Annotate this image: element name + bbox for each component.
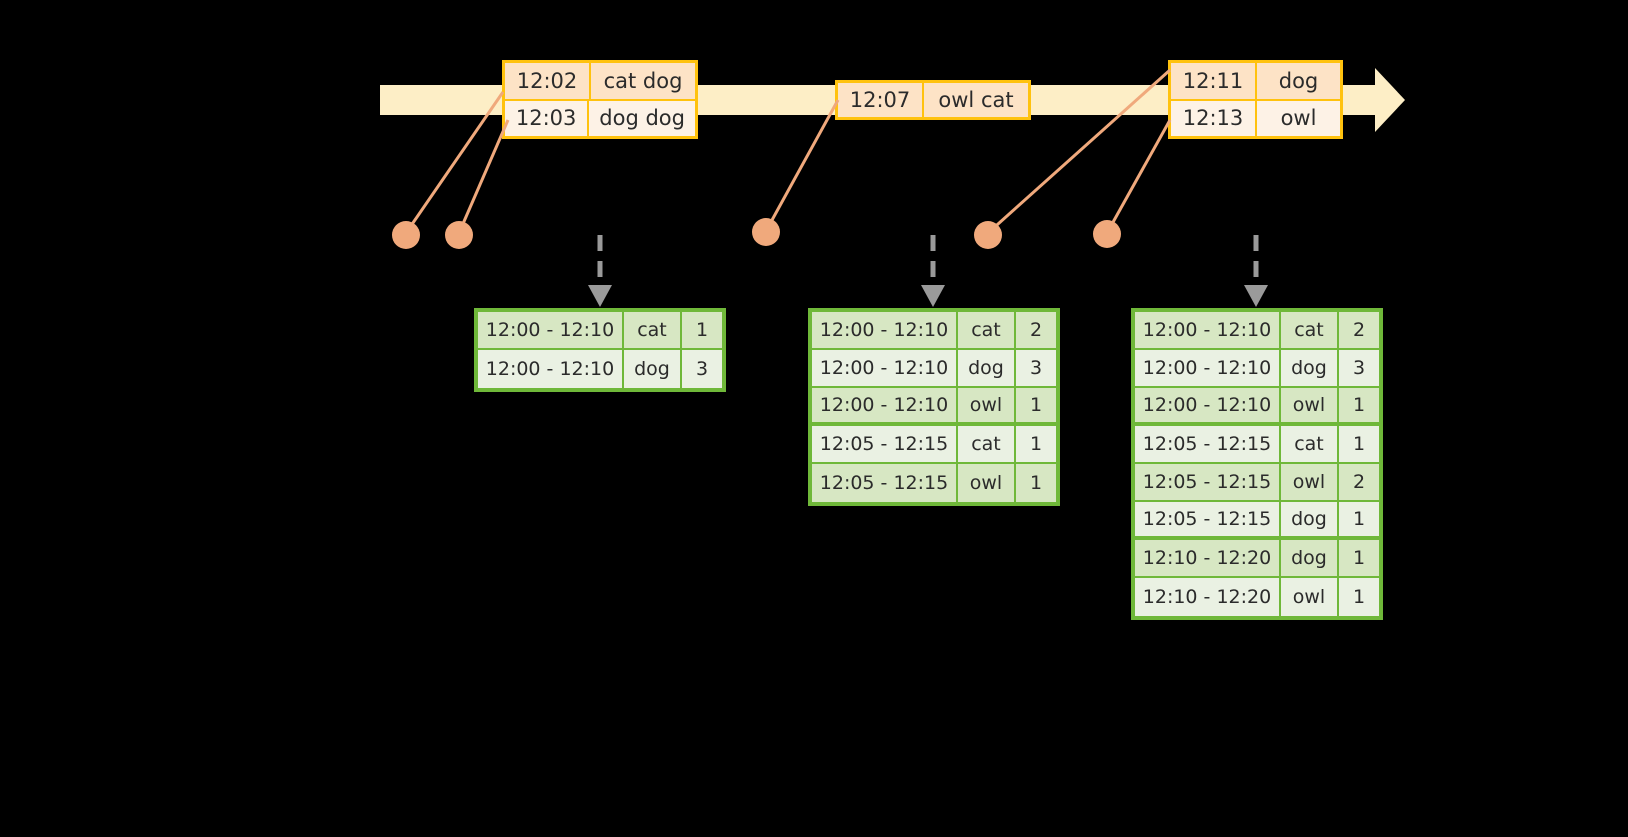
event-value: dog	[1278, 68, 1319, 93]
cell-window: 12:05 - 12:15	[812, 426, 958, 462]
cell-window: 12:00 - 12:10	[1135, 312, 1281, 348]
cell-window: 12:00 - 12:10	[812, 388, 958, 422]
event-time: 12:13	[1171, 100, 1257, 136]
cell-key: dog	[1281, 350, 1339, 386]
cell-key: owl	[958, 464, 1016, 502]
cell-count: 1	[1352, 508, 1366, 530]
cell-window: 12:00 - 12:10	[812, 312, 958, 348]
cell-key: cat	[1281, 426, 1339, 462]
cell-window: 12:05 - 12:15	[1135, 426, 1281, 462]
cell-count: 1	[1029, 394, 1043, 416]
cell-window: 12:00 - 12:10	[1135, 388, 1281, 422]
event-value: owl	[1280, 106, 1317, 131]
cell-count: 1	[1352, 586, 1366, 608]
cell-count: 1	[1352, 547, 1366, 569]
cell-count: 1	[1352, 394, 1366, 416]
event-value: dog dog	[599, 106, 685, 131]
event-time: 12:11	[1171, 63, 1257, 99]
cell-count: 2	[1352, 471, 1366, 493]
event-row[interactable]: 12:11 dog	[1171, 63, 1340, 99]
cell-key: cat	[958, 312, 1016, 348]
connector-dot[interactable]	[974, 221, 1002, 249]
event-row[interactable]: 12:03 dog dog	[505, 98, 695, 136]
connector-line	[764, 99, 840, 232]
event-time: 12:07	[838, 83, 924, 117]
cell-key: dog	[1281, 502, 1339, 536]
connector-dot[interactable]	[1093, 220, 1121, 248]
cell-key: dog	[624, 350, 682, 388]
cell-window: 12:00 - 12:10	[478, 312, 624, 348]
cell-window: 12:05 - 12:15	[1135, 464, 1281, 500]
event-time: 12:02	[505, 63, 591, 99]
cell-window: 12:00 - 12:10	[812, 350, 958, 386]
timeline-arrowhead	[1375, 68, 1405, 132]
cell-window: 12:05 - 12:15	[1135, 502, 1281, 536]
event-group-1[interactable]: 12:02 cat dog 12:03 dog dog	[502, 60, 698, 139]
event-row[interactable]: 12:02 cat dog	[505, 63, 695, 99]
event-value: cat dog	[603, 68, 683, 93]
connector-dot[interactable]	[445, 221, 473, 249]
cell-window: 12:10 - 12:20	[1135, 578, 1281, 616]
flow-arrow-heads	[588, 285, 1268, 307]
cell-key: owl	[1281, 464, 1339, 500]
cell-key: dog	[1281, 540, 1339, 576]
event-value: owl cat	[938, 88, 1014, 112]
connector-line	[457, 119, 510, 234]
cell-count: 1	[1352, 433, 1366, 455]
cell-window: 12:00 - 12:10	[1135, 350, 1281, 386]
event-row[interactable]: 12:13 owl	[1171, 98, 1340, 136]
connector-dots	[392, 218, 1121, 249]
cell-count: 3	[1352, 357, 1366, 379]
cell-count: 2	[1352, 319, 1366, 341]
cell-window: 12:10 - 12:20	[1135, 540, 1281, 576]
cell-count: 1	[1029, 472, 1043, 494]
cell-window: 12:05 - 12:15	[812, 464, 958, 502]
cell-key: owl	[958, 388, 1016, 422]
connector-dot[interactable]	[752, 218, 780, 246]
cell-count: 1	[1029, 433, 1043, 455]
cell-key: owl	[1281, 578, 1339, 616]
cell-count: 3	[1029, 357, 1043, 379]
cell-count: 3	[695, 358, 709, 380]
cell-key: owl	[1281, 388, 1339, 422]
cell-key: cat	[958, 426, 1016, 462]
flow-arrow-shafts	[597, 235, 1259, 288]
event-group-2[interactable]: 12:07 owl cat	[835, 80, 1031, 120]
cell-count: 2	[1029, 319, 1043, 341]
flow-arrow-head	[921, 285, 945, 307]
event-group-3[interactable]: 12:11 dog 12:13 owl	[1168, 60, 1343, 139]
flow-arrow-head	[588, 285, 612, 307]
cell-window: 12:00 - 12:10	[478, 350, 624, 388]
event-time: 12:03	[505, 100, 590, 136]
cell-key: dog	[958, 350, 1016, 386]
flow-arrow-head	[1244, 285, 1268, 307]
cell-key: cat	[1281, 312, 1339, 348]
cell-count: 1	[695, 319, 709, 341]
connector-dot[interactable]	[392, 221, 420, 249]
event-row[interactable]: 12:07 owl cat	[838, 83, 1028, 117]
connector-line	[1105, 119, 1172, 234]
cell-key: cat	[624, 312, 682, 348]
